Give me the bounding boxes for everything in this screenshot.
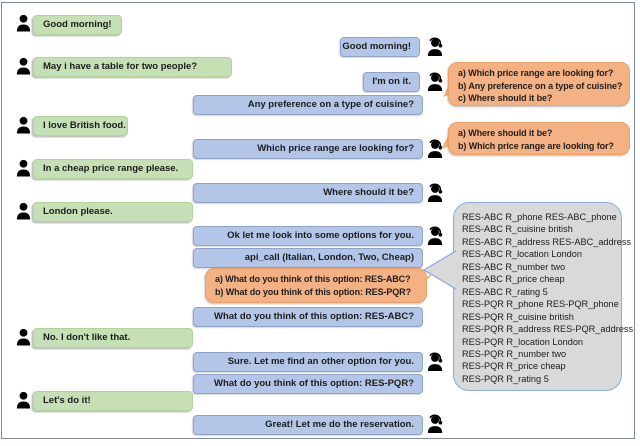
candidate-line: c) Where should it be?: [458, 93, 553, 104]
user-message-bubble: No. I don't like that.: [33, 328, 193, 348]
user-message-bubble: In a cheap price range please.: [33, 159, 193, 179]
agent-message-bubble: Where should it be?: [193, 183, 423, 203]
agent-message-bubble: Any preference on a type of cuisine?: [193, 95, 423, 115]
kb-line: RES-PQR R_rating 5: [462, 373, 549, 384]
user-message-bubble: May i have a table for two people?: [33, 57, 232, 77]
agent-icon: [426, 225, 445, 246]
agent-message-bubble: Good morning!: [340, 37, 420, 57]
kb-line: RES-PQR R_number two: [462, 348, 567, 359]
kb-line: RES-PQR R_location London: [462, 336, 584, 347]
agent-message-bubble: Which price range are looking for?: [193, 139, 423, 159]
candidate-line: b) Which price range are looking for?: [458, 140, 614, 151]
kb-results-box: RES-ABC R_phone RES-ABC_phone RES-ABC R_…: [453, 202, 634, 391]
candidate-line: a) Where should it be?: [458, 128, 553, 138]
figure-frame: [1, 2, 635, 439]
agent-icon: [426, 36, 445, 57]
user-icon: [15, 115, 32, 135]
kb-line: RES-PQR R_cuisine british: [462, 311, 574, 322]
candidate-answers-bubble: a) What do you think of this option: RES…: [205, 268, 427, 303]
kb-line: RES-ABC R_address RES-ABC_address: [462, 236, 632, 247]
kb-line: RES-PQR R_phone RES-PQR_phone: [462, 299, 619, 310]
kb-line: RES-ABC R_location London: [462, 249, 583, 260]
user-icon: [15, 13, 32, 33]
kb-box-tail: [422, 250, 457, 290]
agent-message-bubble: What do you think of this option: RES-PQ…: [193, 374, 423, 394]
kb-line: RES-ABC R_phone RES-ABC_phone: [462, 212, 617, 222]
user-message-bubble: Good morning!: [33, 15, 122, 35]
kb-line: RES-PQR R_price cheap: [462, 361, 566, 372]
user-icon: [15, 56, 32, 76]
agent-message-bubble: Great! Let me do the reservation.: [193, 415, 423, 435]
user-icon: [15, 158, 32, 178]
agent-message-bubble: Sure. Let me find an other option for yo…: [193, 352, 423, 372]
kb-line: RES-PQR R_address RES-PQR_address: [462, 324, 634, 335]
user-message-bubble: I love British food.: [33, 116, 128, 136]
kb-line: RES-ABC R_number two: [462, 261, 566, 272]
candidate-answers-bubble: a) Which price range are looking for? b)…: [448, 62, 630, 106]
candidate-answers-bubble: a) Where should it be? b) Which price ra…: [448, 122, 630, 155]
user-message-bubble: London please.: [33, 202, 193, 222]
candidate-line: b) Any preference on a type of cuisine?: [458, 80, 623, 91]
agent-icon: [426, 182, 445, 203]
user-icon: [15, 327, 32, 347]
agent-icon: [426, 351, 445, 372]
user-icon: [15, 201, 32, 221]
candidate-line: a) What do you think of this option: RES…: [215, 274, 411, 284]
kb-line: RES-ABC R_rating 5: [462, 286, 548, 297]
candidate-line: a) Which price range are looking for?: [458, 68, 614, 78]
agent-message-bubble: Ok let me look into some options for you…: [193, 226, 423, 246]
user-message-bubble: Let's do it!: [33, 391, 193, 411]
agent-message-bubble: I'm on it.: [363, 72, 420, 92]
kb-line: RES-ABC R_price cheap: [462, 274, 565, 285]
agent-message-bubble: What do you think of this option: RES-AB…: [193, 307, 423, 327]
candidate-line: b) What do you think of this option: RES…: [215, 286, 411, 297]
kb-line: RES-ABC R_cuisine british: [462, 224, 573, 235]
user-icon: [15, 390, 32, 410]
agent-message-bubble: api_call (Italian, London, Two, Cheap): [193, 248, 423, 268]
agent-icon: [426, 413, 445, 434]
